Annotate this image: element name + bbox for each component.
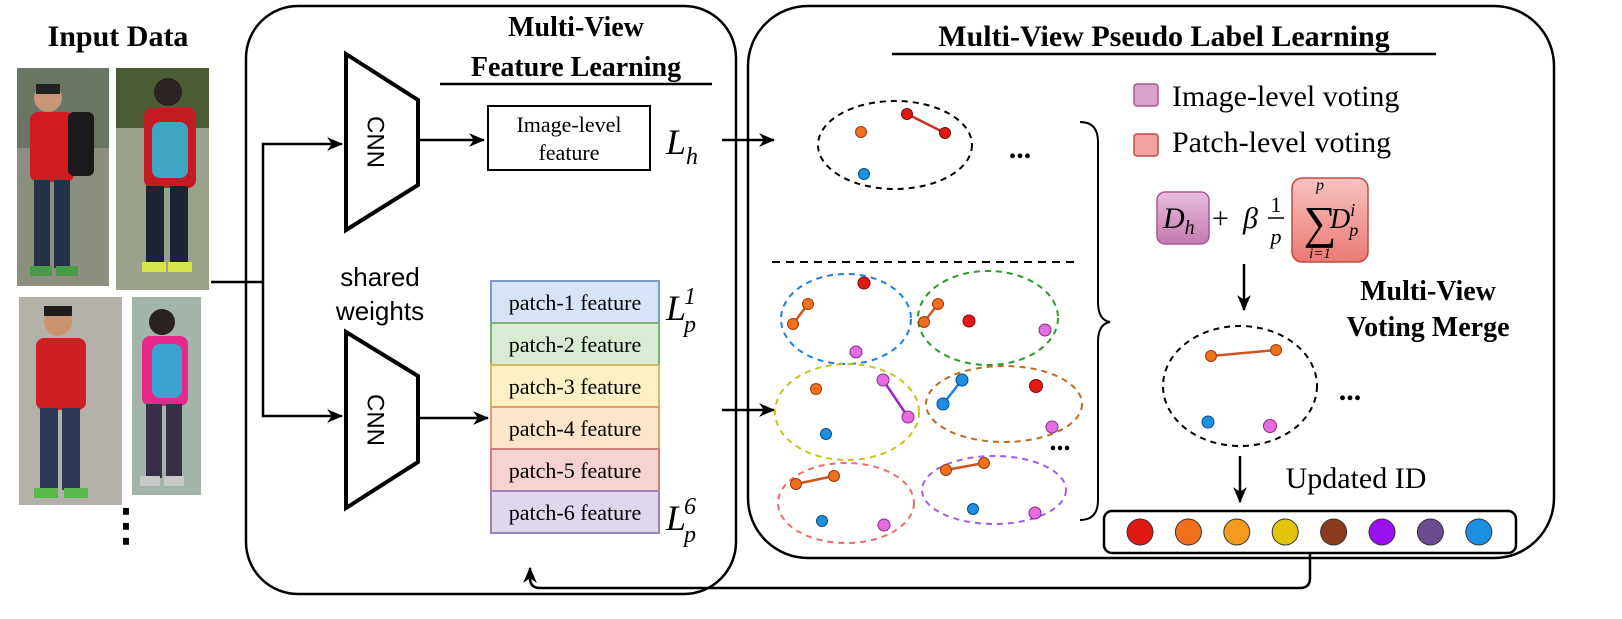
patch-feature-stack: patch-1 feature patch-2 feature patch-3 fe… [490, 280, 660, 534]
formula-plus: + [1212, 202, 1229, 235]
formula-beta: β [1242, 202, 1258, 235]
feedback-loop-arrow [523, 553, 1312, 590]
formula-sum-box [1291, 177, 1369, 263]
image-level-cluster [817, 100, 973, 190]
shared-weights-line1: shared [340, 262, 420, 292]
legend-swatch-0 [1133, 83, 1159, 107]
legend-image-level: Image-level voting [1133, 80, 1399, 113]
updated-id-row [1126, 518, 1493, 546]
cnn-block-bottom [344, 328, 420, 512]
patch-cluster-brown [925, 365, 1083, 443]
formula-sum-symbol: ∑ [1304, 197, 1337, 248]
patch-2-feature-box [490, 322, 660, 366]
input-more-dots: ⋮ [104, 501, 148, 550]
patch-cluster-ellipsis: ... [1050, 426, 1071, 457]
formula-frac-num: 1 [1271, 192, 1282, 217]
image-level-feature-line1: Image-level [516, 112, 621, 137]
pseudo-label-panel-title: Multi-View Pseudo Label Learning [938, 20, 1389, 53]
patch-1-feature-box [490, 280, 660, 324]
patch-3-feature-label: patch-3 feature [509, 374, 642, 399]
patch-3-feature-box [490, 364, 660, 408]
input-connector [211, 137, 344, 423]
shared-weights-line2: weights [335, 296, 424, 326]
updated-id-dot-5 [1320, 518, 1348, 546]
merged-cluster [1162, 325, 1318, 447]
updated-id-dot-4 [1271, 518, 1299, 546]
image-level-feature-line2: feature [538, 140, 599, 165]
formula-sum-top: p [1315, 177, 1324, 194]
patch-cluster-salmon [777, 462, 915, 544]
legend-image-level-label: Image-level voting [1172, 80, 1399, 113]
legend-swatch-1 [1133, 133, 1159, 157]
formula-frac-den: p [1269, 224, 1282, 249]
formula-sum-bottom: i=1 [1309, 246, 1331, 262]
legend-patch-level-label: Patch-level voting [1172, 126, 1391, 159]
person-image-1 [17, 68, 109, 286]
merge-brace [1079, 121, 1111, 521]
patch-1-feature-label: patch-1 feature [509, 290, 642, 315]
patch-6-feature-box [490, 490, 660, 534]
pseudo-label-panel [746, 4, 1556, 560]
updated-id-box [1102, 509, 1518, 555]
loss-h: Lh [665, 122, 698, 170]
merged-cluster-ellipsis: ... [1339, 374, 1362, 407]
patch-cluster-blue [780, 273, 912, 365]
person-image-3 [19, 297, 122, 505]
patch-6-feature-label: patch-6 feature [509, 500, 642, 525]
updated-id-dot-2 [1174, 518, 1202, 546]
input-data-title: Input Data [48, 20, 189, 53]
patch-5-feature-box [490, 448, 660, 492]
cnn-label-top: CNN [362, 116, 389, 168]
person-image-2 [116, 68, 209, 290]
patch-cluster-green [917, 270, 1059, 366]
merge-title-line1: Multi-View [1360, 276, 1497, 307]
updated-id-dot-8 [1465, 518, 1493, 546]
updated-id-dot-1 [1126, 518, 1154, 546]
formula-dh: Dh [1162, 202, 1195, 239]
cnn-block-top [344, 50, 420, 234]
patch-4-feature-label: patch-4 feature [509, 416, 642, 441]
patch-cluster-purple [921, 455, 1067, 525]
updated-id-dot-6 [1368, 518, 1396, 546]
cnn-label-bottom: CNN [362, 394, 389, 446]
person-image-4 [132, 297, 201, 495]
image-cluster-ellipsis: ... [1009, 132, 1032, 165]
merge-title-line2: Voting Merge [1346, 312, 1509, 343]
legend-patch-level: Patch-level voting [1133, 126, 1391, 159]
patch-5-feature-label: patch-5 feature [509, 458, 642, 483]
updated-id-dot-3 [1223, 518, 1251, 546]
image-level-feature-box [487, 105, 651, 171]
patch-cluster-yellow [774, 363, 920, 461]
updated-id-dot-7 [1416, 518, 1444, 546]
feature-panel-title-line2: Feature Learning [471, 52, 681, 83]
feature-learning-panel [244, 4, 738, 596]
patch-4-feature-box [490, 406, 660, 450]
formula-dh-box [1156, 191, 1210, 245]
updated-id-label: Updated ID [1286, 462, 1427, 495]
feature-panel-title-line1: Multi-View [508, 12, 645, 43]
patch-2-feature-label: patch-2 feature [509, 332, 642, 357]
